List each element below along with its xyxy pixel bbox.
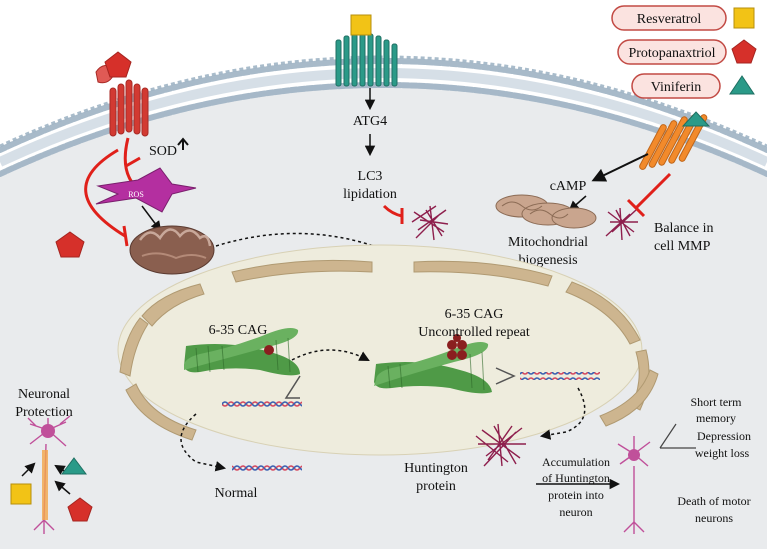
protopanaxtriol-pentagon-top	[104, 51, 132, 78]
dna-strand-final	[232, 464, 302, 472]
ros-to-mito-arrow	[141, 205, 162, 232]
nuclear-envelope	[119, 259, 659, 441]
dna-bracket-left	[284, 375, 301, 399]
huntington-protein-aggregate	[475, 423, 526, 467]
ros-star	[95, 167, 197, 213]
chromosome-normal	[184, 328, 300, 376]
sod-label: SOD	[149, 144, 177, 159]
accum-label-3: protein into	[548, 488, 604, 502]
damaged-mitochondrion	[129, 225, 215, 275]
cag-normal-label: 6-35 CAG	[209, 323, 268, 338]
huntington-label-2: protein	[416, 479, 456, 494]
death-label-2: neurons	[695, 511, 733, 525]
protopanaxtriol-pentagon-left	[55, 231, 85, 258]
red-receptor	[95, 65, 149, 137]
mutation-arrow	[291, 349, 370, 361]
protein-aggregate-right	[605, 207, 638, 241]
ppt-to-neuron-arrow	[54, 480, 71, 495]
orange-receptor	[639, 114, 708, 170]
resveratrol-square-icon	[733, 7, 755, 29]
teal-receptor	[335, 33, 398, 87]
mmp-label-1: Balance in	[654, 221, 713, 236]
resveratrol-to-neuron-arrow	[21, 462, 36, 477]
protopanaxtriol-pentagon-icon	[731, 39, 757, 64]
legend-item-protopanaxtriol: Protopanaxtriol	[617, 39, 757, 65]
ros-label: ROS	[128, 190, 144, 199]
to-normal-arrow	[180, 413, 227, 472]
legend-label-viniferin: Viniferin	[651, 80, 701, 95]
death-label-1: Death of motor	[677, 494, 750, 508]
neuronal-label-1: Neuronal	[18, 387, 70, 402]
mito-to-nucleus-arrow	[215, 232, 427, 300]
dna-strand-mutated	[520, 372, 600, 380]
huntington-label-1: Huntington	[404, 461, 468, 476]
camp-label: cAMP	[550, 179, 587, 194]
accum-label-2: of Huntington	[542, 471, 610, 485]
mito-biogenesis-label-2: biogenesis	[518, 253, 577, 268]
up-arrow-icon	[177, 137, 189, 150]
lc3-inhibition	[382, 204, 404, 224]
viniferin-triangle-bottom	[61, 457, 87, 475]
normal-label: Normal	[215, 486, 258, 501]
neuron-right-soma	[628, 449, 640, 461]
resveratrol-square-bottom	[10, 483, 32, 505]
symptom-4: weight loss	[695, 446, 750, 460]
legend-label-protopanaxtriol: Protopanaxtriol	[628, 46, 715, 61]
atg4-label: ATG4	[353, 114, 387, 129]
symptom-1: Short term	[691, 395, 743, 409]
protein-aggregate-center	[411, 205, 449, 241]
lc3-label-1: LC3	[358, 169, 383, 184]
lc3-label-2: lipidation	[343, 187, 397, 202]
dna-strand-normal	[222, 400, 302, 408]
mmp-label-2: cell MMP	[654, 239, 711, 254]
cag-repeat-label-2: Uncontrolled repeat	[418, 325, 530, 340]
neuron-left-soma	[41, 424, 55, 438]
dna-bracket-right	[495, 367, 516, 385]
accum-label-1: Accumulation	[542, 455, 610, 469]
legend-item-resveratrol: Resveratrol	[611, 5, 755, 31]
camp-arrow	[591, 153, 649, 182]
symptom-pointer	[659, 423, 677, 449]
symptom-2: memory	[696, 411, 736, 425]
viniferin-triangle-icon	[729, 75, 755, 95]
viniferin-triangle-top	[681, 111, 711, 127]
symptom-3: Depression	[697, 429, 751, 443]
mmp-inhibition	[626, 172, 672, 218]
to-aggregate-arrow	[539, 387, 586, 440]
resveratrol-square-top	[350, 14, 372, 36]
neuron-left-axon-sheath	[42, 450, 48, 520]
legend-item-viniferin: Viniferin	[631, 73, 755, 99]
cag-repeat-label-1: 6-35 CAG	[445, 307, 504, 322]
protopanaxtriol-pentagon-bottom	[67, 497, 93, 522]
healthy-mitochondria	[495, 194, 597, 229]
neuron-right	[617, 436, 651, 534]
mito-biogenesis-label-1: Mitochondrial	[508, 235, 588, 250]
cag-repeat-cluster	[447, 334, 467, 360]
neuronal-label-2: Protection	[15, 405, 73, 420]
cag-marker-normal	[264, 345, 274, 355]
legend-label-resveratrol: Resveratrol	[637, 12, 702, 27]
accum-label-4: neuron	[559, 505, 592, 519]
legend: Resveratrol Protopanaxtriol Viniferin	[611, 5, 757, 99]
